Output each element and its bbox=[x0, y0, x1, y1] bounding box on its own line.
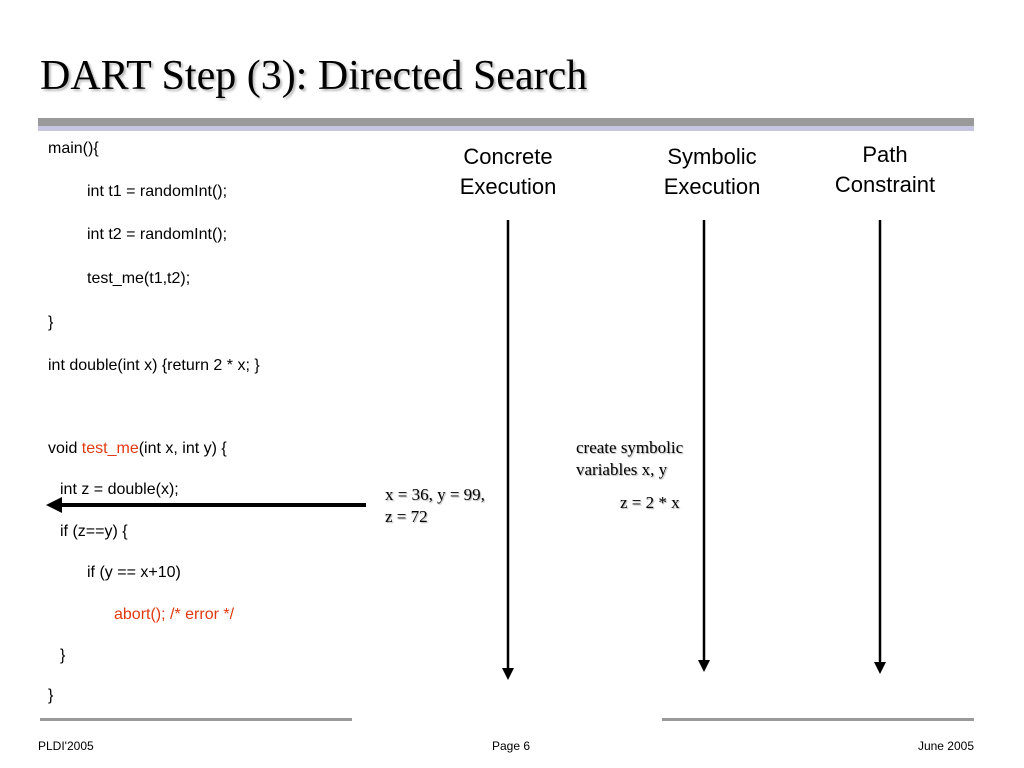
title-divider bbox=[38, 118, 974, 126]
test-me-params: (int x, int y) { bbox=[138, 440, 227, 457]
symbolic-execution-header: Symbolic Execution bbox=[642, 142, 782, 202]
concrete-values-annotation: x = 36, y = 99, z = 72 bbox=[385, 484, 485, 528]
slide-title: DART Step (3): Directed Search bbox=[40, 53, 588, 99]
void-keyword: void bbox=[48, 440, 82, 457]
header-line: Symbolic bbox=[667, 144, 757, 169]
header-line: Execution bbox=[459, 174, 557, 199]
header-line: Execution bbox=[663, 174, 761, 199]
symbolic-create-annotation: create symbolic variables x, y bbox=[576, 437, 683, 481]
code-line: } bbox=[48, 687, 54, 704]
annotation-line: x = 36, y = 99, bbox=[385, 485, 485, 504]
symbolic-arrowhead bbox=[698, 660, 710, 672]
code-line-current: int z = double(x); bbox=[60, 481, 179, 498]
code-line: int double(int x) {return 2 * x; } bbox=[48, 357, 260, 374]
current-line-pointer-head bbox=[46, 497, 62, 513]
concrete-execution-header: Concrete Execution bbox=[438, 142, 578, 202]
path-arrowhead bbox=[874, 662, 886, 674]
footer-divider-right bbox=[662, 718, 974, 721]
footer-page-number: Page 6 bbox=[492, 739, 531, 753]
annotation-line: create symbolic bbox=[576, 438, 684, 457]
code-line: int t1 = randomInt(); bbox=[87, 183, 228, 200]
footer-conference: PLDI'2005 bbox=[38, 739, 94, 753]
title-divider-light bbox=[38, 126, 974, 131]
code-line: int t2 = randomInt(); bbox=[87, 226, 228, 243]
test-me-name: test_me bbox=[81, 440, 139, 457]
code-line: } bbox=[60, 647, 66, 664]
header-line: Constraint bbox=[834, 172, 936, 197]
concrete-arrowhead bbox=[502, 668, 514, 680]
code-line: main(){ bbox=[48, 140, 99, 157]
footer-divider-left bbox=[40, 718, 352, 721]
code-line: if (y == x+10) bbox=[87, 564, 181, 581]
annotation-line: variables x, y bbox=[576, 460, 668, 479]
header-line: Concrete bbox=[463, 144, 553, 169]
footer-date: June 2005 bbox=[917, 739, 974, 753]
code-line: } bbox=[48, 314, 54, 331]
code-line: if (z==y) { bbox=[60, 523, 128, 540]
code-line-test-me-decl: void test_me(int x, int y) { bbox=[48, 440, 227, 458]
path-constraint-header: Path Constraint bbox=[815, 140, 955, 200]
code-line-abort: abort(); /* error */ bbox=[114, 606, 235, 623]
symbolic-z-annotation: z = 2 * x bbox=[620, 493, 680, 512]
code-line: test_me(t1,t2); bbox=[87, 270, 191, 287]
header-line: Path bbox=[862, 142, 908, 167]
annotation-line: z = 72 bbox=[385, 507, 428, 526]
